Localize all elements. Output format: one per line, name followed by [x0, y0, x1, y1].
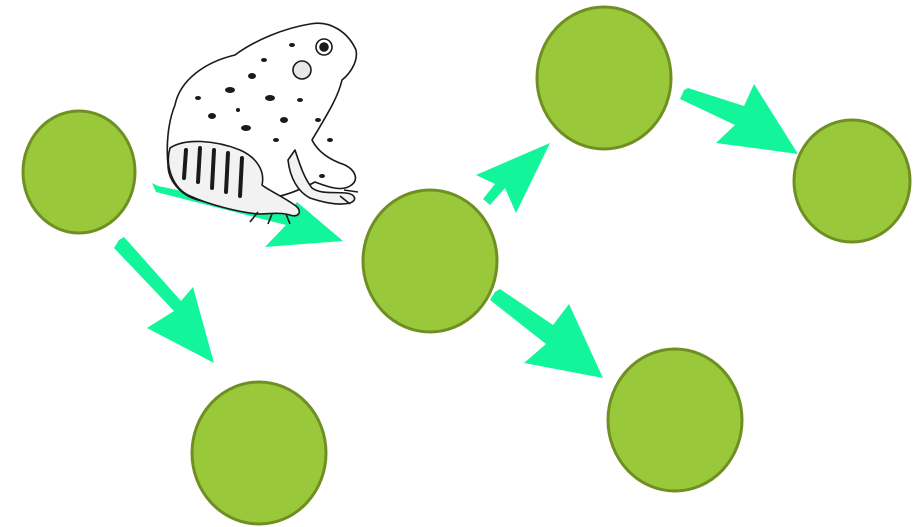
lily-pad-1 [23, 111, 135, 233]
arrow-pad4-to-pad6 [680, 84, 798, 154]
arrow-pad1-to-pad2 [114, 237, 214, 363]
arrow-pad3-to-pad5 [490, 289, 603, 378]
lily-pad-3 [363, 190, 497, 332]
lily-pad-4 [537, 7, 671, 149]
frog-icon [167, 23, 358, 224]
lily-pad-6 [794, 120, 910, 242]
arrow-pad3-to-pad4 [476, 143, 550, 213]
lily-pad-2 [192, 382, 326, 524]
lily-pad-5 [608, 349, 742, 491]
